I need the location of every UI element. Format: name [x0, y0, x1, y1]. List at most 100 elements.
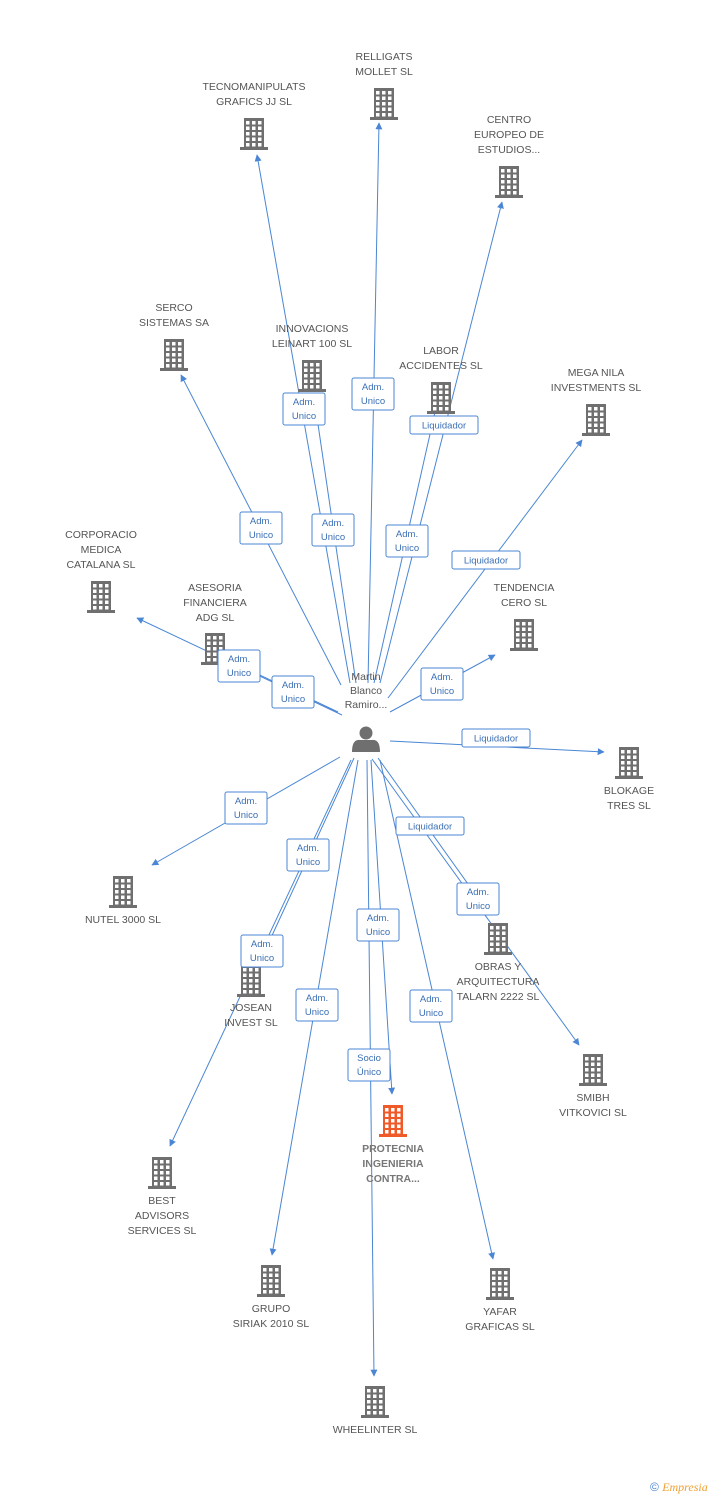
person-icon[interactable]	[352, 726, 380, 753]
edge-label-tendencia[interactable]: Adm.Unico	[420, 667, 464, 701]
building-icon[interactable]	[484, 923, 512, 955]
building-icon[interactable]	[370, 88, 398, 120]
company-label-tecnomanipulats[interactable]: TECNOMANIPULATS	[202, 81, 305, 93]
company-label-tendencia[interactable]: TENDENCIA	[494, 582, 555, 594]
edge-label-best[interactable]: Adm.Unico	[240, 934, 284, 968]
company-label-grupo[interactable]: SIRIAK 2010 SL	[233, 1318, 310, 1330]
edge-label-serco[interactable]: Adm.Unico	[239, 511, 283, 545]
edge-label-blokage[interactable]: Liquidador	[461, 728, 531, 748]
company-label-obras[interactable]: OBRAS Y	[475, 961, 522, 973]
edge-label-nutel[interactable]: Adm.Unico	[224, 791, 268, 825]
company-label-asesoria[interactable]: ADG SL	[196, 612, 235, 624]
building-icon[interactable]	[427, 382, 455, 414]
edge-label-protecnia[interactable]: Adm.Unico	[356, 908, 400, 942]
company-label-blokage[interactable]: BLOKAGE	[604, 785, 654, 797]
company-node-labor[interactable]: LABOR ACCIDENTES SL	[399, 345, 483, 414]
company-node-grupo[interactable]: GRUPO SIRIAK 2010 SL	[233, 1265, 310, 1330]
edge-label-asesoria[interactable]: Adm.Unico	[271, 675, 315, 709]
building-icon[interactable]	[615, 747, 643, 779]
company-label-josean[interactable]: JOSEAN	[230, 1002, 272, 1014]
building-icon[interactable]	[160, 339, 188, 371]
empresia-logo[interactable]: Empresia	[662, 1480, 708, 1494]
company-label-tendencia[interactable]: CERO SL	[501, 597, 547, 609]
edge-label-innovacions[interactable]: Adm.Unico	[311, 513, 355, 547]
company-label-serco[interactable]: SISTEMAS SA	[139, 317, 209, 329]
building-icon[interactable]	[579, 1054, 607, 1086]
edge-label-josean[interactable]: Adm.Unico	[286, 838, 330, 872]
company-label-meganila[interactable]: INVESTMENTS SL	[551, 382, 642, 394]
company-label-obras[interactable]: TALARN 2222 SL	[457, 991, 540, 1003]
company-label-meganila[interactable]: MEGA NILA	[568, 367, 625, 379]
person-name-label[interactable]: Ramiro...	[345, 699, 388, 711]
building-icon[interactable]	[298, 360, 326, 392]
center-person-node[interactable]: MartinBlancoRamiro...	[345, 671, 388, 752]
company-label-innovacions[interactable]: LEINART 100 SL	[272, 338, 352, 350]
edge-label-relligats[interactable]: Adm.Unico	[351, 377, 395, 411]
company-label-corporacio[interactable]: CATALANA SL	[66, 559, 135, 571]
company-node-corporacio[interactable]: CORPORACIO MEDICA CATALANA SL	[65, 529, 137, 613]
building-icon[interactable]	[148, 1157, 176, 1189]
company-label-wheelinter[interactable]: WHEELINTER SL	[333, 1424, 418, 1436]
building-icon[interactable]	[361, 1386, 389, 1418]
company-label-serco[interactable]: SERCO	[155, 302, 192, 314]
company-node-smibh[interactable]: SMIBH VITKOVICI SL	[559, 1054, 627, 1119]
company-node-tecnomanipulats[interactable]: TECNOMANIPULATS GRAFICS JJ SL	[202, 81, 306, 150]
company-label-smibh[interactable]: VITKOVICI SL	[559, 1107, 627, 1119]
company-label-yafar[interactable]: YAFAR	[483, 1306, 517, 1318]
company-node-protecnia[interactable]: PROTECNIA INGENIERIA CONTRA...	[362, 1105, 424, 1185]
building-icon[interactable]	[510, 619, 538, 651]
company-node-relligats[interactable]: RELLIGATS MOLLET SL	[355, 51, 413, 120]
company-label-protecnia[interactable]: CONTRA...	[366, 1173, 420, 1185]
edge-label-labor[interactable]: Liquidador	[409, 415, 479, 435]
edge-label-corporacio[interactable]: Adm.Unico	[217, 649, 261, 683]
company-label-grupo[interactable]: GRUPO	[252, 1303, 291, 1315]
building-icon[interactable]	[582, 404, 610, 436]
building-icon[interactable]	[257, 1265, 285, 1297]
company-label-asesoria[interactable]: ASESORIA	[188, 582, 242, 594]
company-node-obras[interactable]: OBRAS Y ARQUITECTURA TALARN 2222 SL	[457, 923, 540, 1003]
edge-label-centro[interactable]: Adm.Unico	[385, 524, 429, 558]
edge-label-meganila[interactable]: Liquidador	[451, 550, 521, 570]
company-label-corporacio[interactable]: MEDICA	[81, 544, 122, 556]
building-icon[interactable]	[495, 166, 523, 198]
edge-label-grupo[interactable]: Adm.Unico	[295, 988, 339, 1022]
company-label-centro[interactable]: CENTRO	[487, 114, 531, 126]
company-label-tecnomanipulats[interactable]: GRAFICS JJ SL	[216, 96, 292, 108]
company-label-relligats[interactable]: MOLLET SL	[355, 66, 413, 78]
company-node-tendencia[interactable]: TENDENCIA CERO SL	[494, 582, 555, 651]
company-label-nutel[interactable]: NUTEL 3000 SL	[85, 914, 161, 926]
company-label-best[interactable]: BEST	[148, 1195, 176, 1207]
company-node-best[interactable]: BEST ADVISORS SERVICES SL	[128, 1157, 197, 1237]
building-icon[interactable]	[486, 1268, 514, 1300]
building-icon[interactable]	[109, 876, 137, 908]
company-label-yafar[interactable]: GRAFICAS SL	[465, 1321, 535, 1333]
company-label-best[interactable]: ADVISORS	[135, 1210, 189, 1222]
edge-label-tecnomanipulats[interactable]: Adm.Unico	[282, 392, 326, 426]
company-label-centro[interactable]: EUROPEO DE	[474, 129, 544, 141]
company-label-blokage[interactable]: TRES SL	[607, 800, 651, 812]
edge-label-smibh[interactable]: Adm.Unico	[456, 882, 500, 916]
company-label-innovacions[interactable]: INNOVACIONS	[276, 323, 349, 335]
company-node-meganila[interactable]: MEGA NILA INVESTMENTS SL	[551, 367, 642, 436]
company-label-obras[interactable]: ARQUITECTURA	[457, 976, 540, 988]
building-icon[interactable]	[240, 118, 268, 150]
company-label-protecnia[interactable]: INGENIERIA	[362, 1158, 424, 1170]
company-label-labor[interactable]: LABOR	[423, 345, 459, 357]
company-label-corporacio[interactable]: CORPORACIO	[65, 529, 137, 541]
building-icon[interactable]	[237, 965, 265, 997]
building-icon[interactable]	[87, 581, 115, 613]
company-label-smibh[interactable]: SMIBH	[576, 1092, 609, 1104]
company-node-innovacions[interactable]: INNOVACIONS LEINART 100 SL	[272, 323, 352, 392]
company-node-wheelinter[interactable]: WHEELINTER SL	[333, 1386, 418, 1436]
company-node-blokage[interactable]: BLOKAGE TRES SL	[604, 747, 654, 812]
company-node-nutel[interactable]: NUTEL 3000 SL	[85, 876, 161, 926]
edge-label-yafar[interactable]: Adm.Unico	[409, 989, 453, 1023]
company-label-labor[interactable]: ACCIDENTES SL	[399, 360, 483, 372]
company-label-josean[interactable]: INVEST SL	[224, 1017, 278, 1029]
company-label-relligats[interactable]: RELLIGATS	[356, 51, 413, 63]
company-label-best[interactable]: SERVICES SL	[128, 1225, 197, 1237]
company-node-yafar[interactable]: YAFAR GRAFICAS SL	[465, 1268, 535, 1333]
company-label-protecnia[interactable]: PROTECNIA	[362, 1143, 424, 1155]
